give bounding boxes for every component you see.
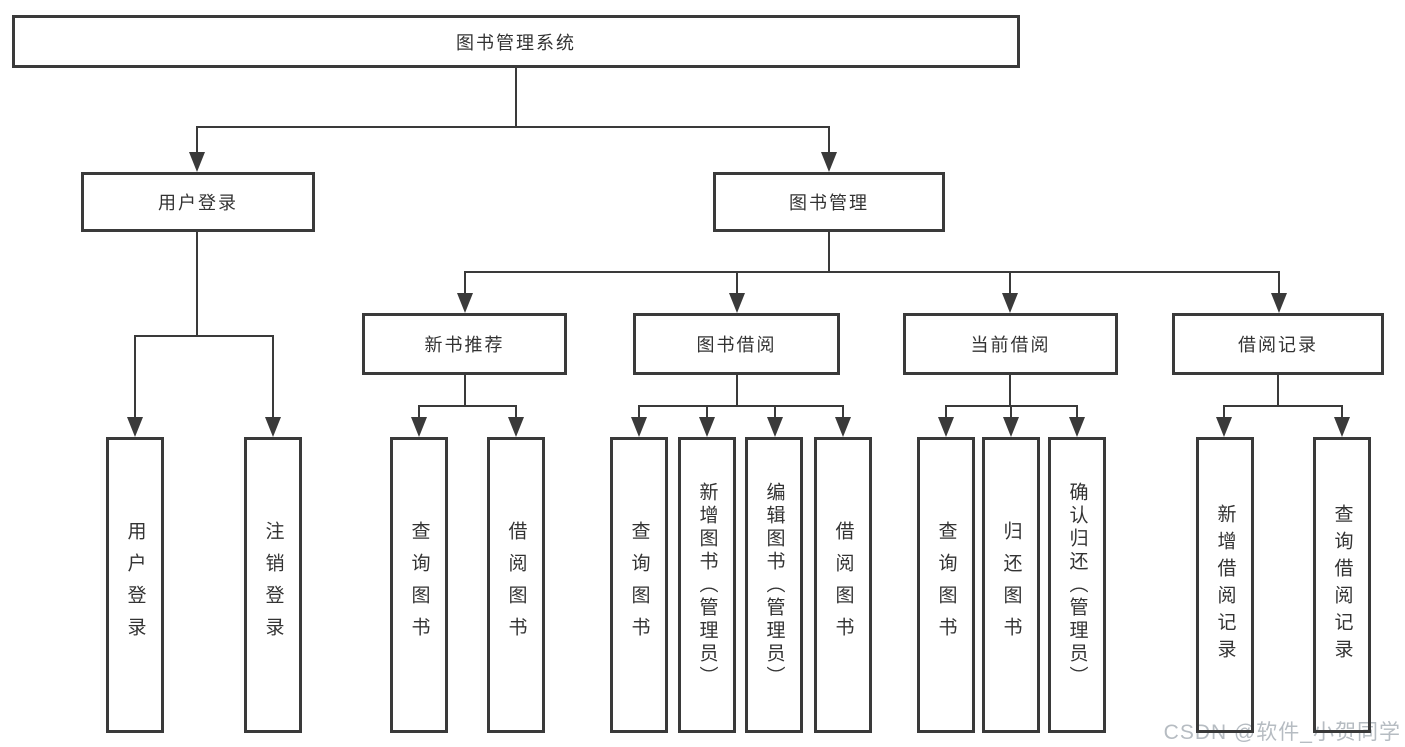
connector-line	[638, 405, 640, 421]
leaf-borrow-books-recommend: 借阅图书	[487, 437, 545, 733]
connector-line	[464, 271, 1280, 273]
leaf-label: 查询借阅记录	[1331, 504, 1353, 666]
connector-line	[1278, 271, 1280, 295]
leaf-borrow-books-borrowing: 借阅图书	[814, 437, 872, 733]
connector-line	[515, 405, 517, 421]
arrow-down-icon	[508, 417, 524, 437]
node-label: 借阅记录	[1238, 335, 1318, 355]
connector-line	[196, 126, 198, 154]
leaf-query-books-current: 查询图书	[917, 437, 975, 733]
leaf-confirm-return-admin: 确认归还（管理员）	[1048, 437, 1106, 733]
connector-line	[1341, 405, 1343, 421]
connector-line	[515, 68, 517, 126]
leaf-query-books-recommend: 查询图书	[390, 437, 448, 733]
connector-line	[945, 405, 947, 421]
arrow-down-icon	[1216, 417, 1232, 437]
arrow-down-icon	[1271, 293, 1287, 313]
connector-line	[828, 126, 830, 154]
connector-line	[134, 335, 136, 419]
connector-line	[1010, 405, 1012, 421]
node-label: 新书推荐	[424, 335, 505, 355]
arrow-down-icon	[189, 152, 205, 172]
leaf-logout: 注销登录	[244, 437, 302, 733]
connector-line	[418, 405, 517, 407]
leaf-return-books: 归还图书	[982, 437, 1040, 733]
connector-line	[828, 231, 830, 272]
arrow-down-icon	[265, 417, 281, 437]
leaf-label: 查询图书	[408, 521, 430, 649]
arrow-down-icon	[767, 417, 783, 437]
leaf-label: 注销登录	[262, 521, 284, 649]
node-library-management-system: 图书管理系统	[12, 15, 1020, 68]
leaf-label: 查询图书	[628, 521, 650, 649]
leaf-add-book-admin: 新增图书（管理员）	[678, 437, 736, 733]
leaf-label: 新增图书（管理员）	[696, 481, 718, 689]
connector-line	[736, 271, 738, 295]
arrow-down-icon	[411, 417, 427, 437]
arrow-down-icon	[1334, 417, 1350, 437]
connector-line	[706, 405, 708, 421]
arrow-down-icon	[1002, 293, 1018, 313]
connector-line	[134, 335, 274, 337]
connector-line	[418, 405, 420, 421]
arrow-down-icon	[835, 417, 851, 437]
leaf-query-books-borrowing: 查询图书	[610, 437, 668, 733]
arrow-down-icon	[127, 417, 143, 437]
connector-line	[638, 405, 844, 407]
connector-line	[736, 375, 738, 405]
leaf-add-borrow-record: 新增借阅记录	[1196, 437, 1254, 733]
node-label: 图书管理系统	[456, 32, 576, 53]
connector-line	[1277, 375, 1279, 405]
node-label: 当前借阅	[970, 335, 1051, 355]
node-label: 图书借阅	[696, 335, 777, 355]
node-book-management: 图书管理	[713, 172, 945, 232]
node-book-borrowing: 图书借阅	[633, 313, 840, 375]
connector-line	[842, 405, 844, 421]
connector-line	[1223, 405, 1343, 407]
node-label: 图书管理	[789, 193, 869, 213]
node-label: 用户登录	[158, 193, 238, 213]
leaf-edit-book-admin: 编辑图书（管理员）	[745, 437, 803, 733]
arrow-down-icon	[821, 152, 837, 172]
connector-line	[464, 271, 466, 295]
leaf-user-login: 用户登录	[106, 437, 164, 733]
arrow-down-icon	[1069, 417, 1085, 437]
leaf-label: 借阅图书	[832, 521, 854, 649]
arrow-down-icon	[1003, 417, 1019, 437]
csdn-watermark: CSDN @软件_小贺同学	[1163, 721, 1401, 744]
node-new-book-recommend: 新书推荐	[362, 313, 567, 375]
connector-line	[1009, 271, 1011, 295]
node-borrowing-records: 借阅记录	[1172, 313, 1384, 375]
connector-line	[1076, 405, 1078, 421]
arrow-down-icon	[699, 417, 715, 437]
leaf-label: 查询图书	[935, 521, 957, 649]
leaf-label: 新增借阅记录	[1214, 504, 1236, 666]
connector-line	[196, 126, 830, 128]
leaf-label: 确认归还（管理员）	[1066, 481, 1088, 689]
arrow-down-icon	[938, 417, 954, 437]
leaf-query-borrow-record: 查询借阅记录	[1313, 437, 1371, 733]
connector-line	[1223, 405, 1225, 421]
connector-line	[1009, 375, 1011, 405]
node-current-borrowing: 当前借阅	[903, 313, 1118, 375]
connector-line	[774, 405, 776, 421]
leaf-label: 归还图书	[1000, 521, 1022, 649]
connector-line	[196, 231, 198, 335]
arrow-down-icon	[729, 293, 745, 313]
leaf-label: 用户登录	[124, 521, 146, 649]
arrow-down-icon	[631, 417, 647, 437]
connector-line	[272, 335, 274, 419]
leaf-label: 借阅图书	[505, 521, 527, 649]
node-user-login: 用户登录	[81, 172, 315, 232]
connector-line	[464, 375, 466, 405]
leaf-label: 编辑图书（管理员）	[763, 481, 785, 689]
arrow-down-icon	[457, 293, 473, 313]
